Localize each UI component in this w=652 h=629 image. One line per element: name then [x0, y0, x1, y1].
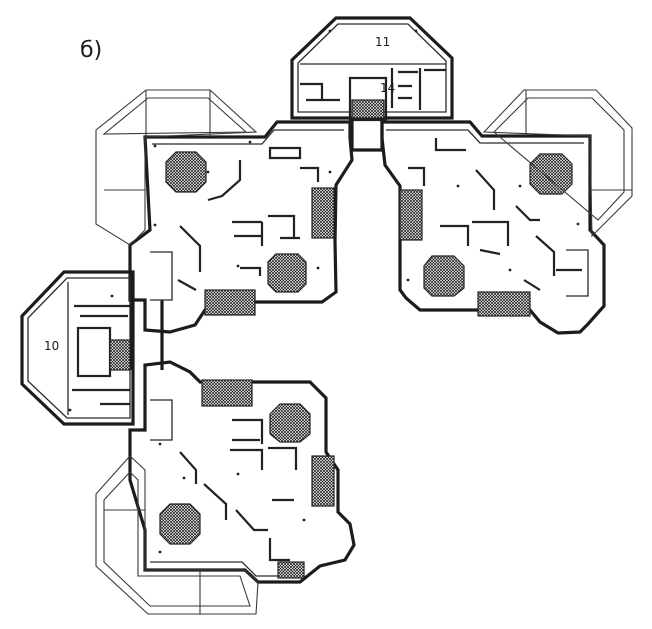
upper-right-unit [380, 120, 606, 335]
hatched-block-ul-1 [311, 187, 335, 239]
hatched-block-ul-2 [204, 289, 256, 316]
hatched-block-ur-2 [477, 291, 531, 317]
column-marks [68, 29, 580, 554]
room-label-14: 14 [380, 81, 395, 95]
stair-upper-left-a [165, 151, 207, 193]
figure-label: б) [80, 38, 103, 63]
hatched-block-ur-1 [399, 189, 423, 241]
stair-upper-left-b [267, 253, 307, 293]
stair-upper-right-b [423, 255, 465, 297]
hatched-block-ll-1 [201, 379, 253, 407]
stair-lower-left-c [277, 561, 305, 579]
lower-left-unit [128, 360, 356, 584]
stair-upper-right-a [529, 153, 573, 195]
room-label-10: 10 [44, 339, 59, 353]
stair-top-block [351, 99, 385, 119]
roof-outlines [95, 89, 633, 615]
upper-left-unit [128, 120, 354, 334]
stair-lower-left-a [159, 503, 201, 545]
hatched-block-ll-2 [311, 455, 335, 507]
left-block-10: 10 [20, 270, 135, 426]
room-label-11: 11 [375, 35, 390, 49]
stair-left-block [109, 339, 131, 371]
stair-lower-left-b [269, 403, 311, 443]
top-block-11: 11 14 [290, 16, 454, 122]
